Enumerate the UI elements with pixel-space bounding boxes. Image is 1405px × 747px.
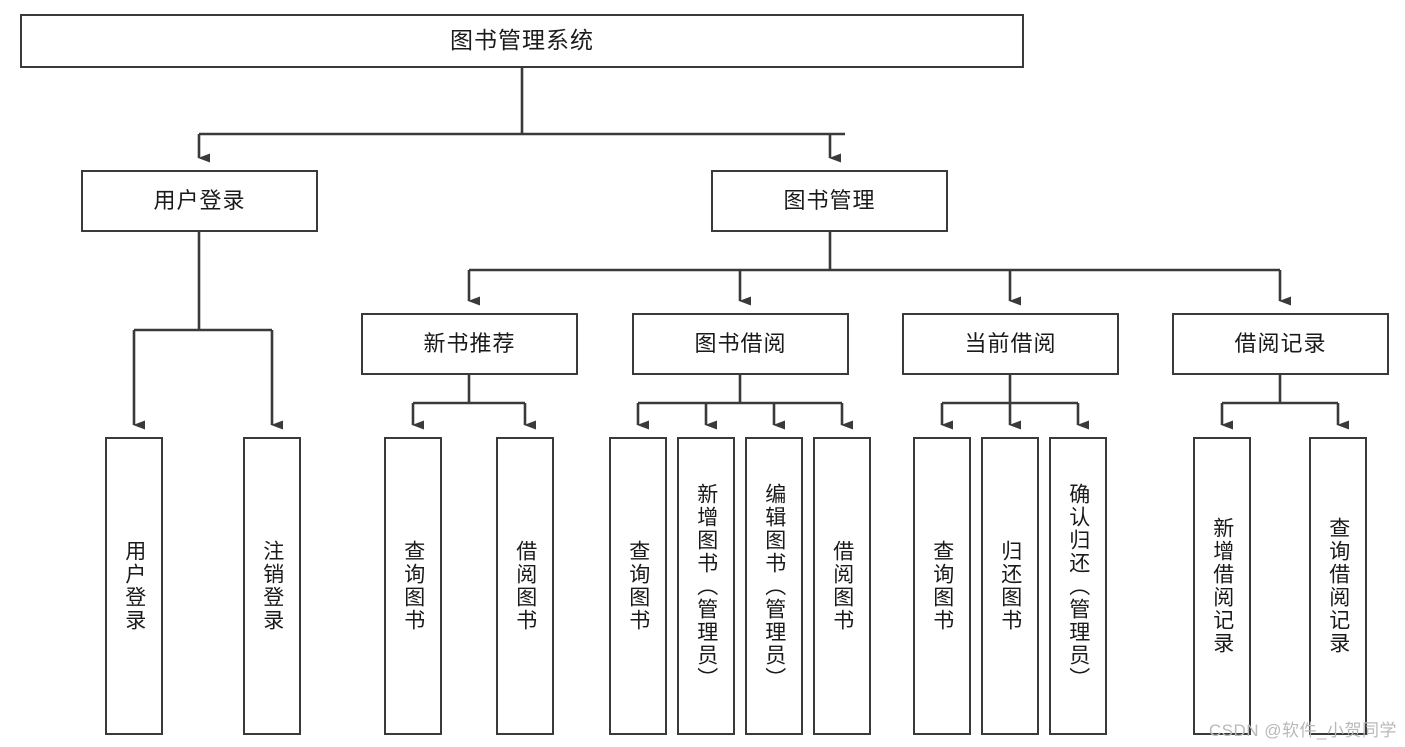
node-leaf-confirm-return-admin-label: 确认归还（管理员）	[1066, 482, 1090, 690]
node-user-login[interactable]: 用户登录	[81, 170, 318, 232]
node-leaf-user-login[interactable]: 用户登录	[105, 437, 163, 735]
node-leaf-logout[interactable]: 注销登录	[243, 437, 301, 735]
node-new-book-recommend[interactable]: 新书推荐	[361, 313, 578, 375]
node-leaf-edit-book-admin-label: 编辑图书（管理员）	[762, 482, 786, 690]
node-user-login-label: 用户登录	[153, 188, 246, 214]
node-leaf-query-books-2[interactable]: 查询图书	[609, 437, 667, 735]
node-leaf-add-book-admin[interactable]: 新增图书（管理员）	[677, 437, 735, 735]
node-leaf-add-borrow-record-label: 新增借阅记录	[1210, 517, 1234, 655]
node-leaf-return-books[interactable]: 归还图书	[981, 437, 1039, 735]
node-leaf-query-books-2-label: 查询图书	[626, 540, 650, 632]
node-book-manage-label: 图书管理	[783, 188, 876, 214]
node-borrow-record-label: 借阅记录	[1234, 331, 1327, 357]
node-leaf-return-books-label: 归还图书	[998, 540, 1022, 632]
node-leaf-query-books-3-label: 查询图书	[930, 540, 954, 632]
node-leaf-borrow-books-2-label: 借阅图书	[830, 540, 854, 632]
node-leaf-query-borrow-record[interactable]: 查询借阅记录	[1309, 437, 1367, 735]
node-leaf-borrow-books-1-label: 借阅图书	[513, 540, 537, 632]
node-leaf-query-books-1-label: 查询图书	[401, 540, 425, 632]
node-leaf-query-borrow-record-label: 查询借阅记录	[1326, 517, 1350, 655]
node-book-borrow-label: 图书借阅	[694, 331, 787, 357]
node-borrow-record[interactable]: 借阅记录	[1172, 313, 1389, 375]
node-leaf-user-login-label: 用户登录	[122, 540, 146, 632]
node-leaf-borrow-books-2[interactable]: 借阅图书	[813, 437, 871, 735]
node-book-manage[interactable]: 图书管理	[711, 170, 948, 232]
node-leaf-edit-book-admin[interactable]: 编辑图书（管理员）	[745, 437, 803, 735]
node-current-borrow[interactable]: 当前借阅	[902, 313, 1119, 375]
node-root[interactable]: 图书管理系统	[20, 14, 1024, 68]
node-current-borrow-label: 当前借阅	[964, 331, 1057, 357]
node-new-book-recommend-label: 新书推荐	[423, 331, 516, 357]
node-leaf-confirm-return-admin[interactable]: 确认归还（管理员）	[1049, 437, 1107, 735]
node-leaf-logout-label: 注销登录	[260, 540, 284, 632]
node-leaf-add-book-admin-label: 新增图书（管理员）	[694, 482, 718, 690]
node-book-borrow[interactable]: 图书借阅	[632, 313, 849, 375]
node-leaf-query-books-1[interactable]: 查询图书	[384, 437, 442, 735]
node-leaf-query-books-3[interactable]: 查询图书	[913, 437, 971, 735]
node-leaf-add-borrow-record[interactable]: 新增借阅记录	[1193, 437, 1251, 735]
node-root-label: 图书管理系统	[450, 27, 594, 54]
node-leaf-borrow-books-1[interactable]: 借阅图书	[496, 437, 554, 735]
